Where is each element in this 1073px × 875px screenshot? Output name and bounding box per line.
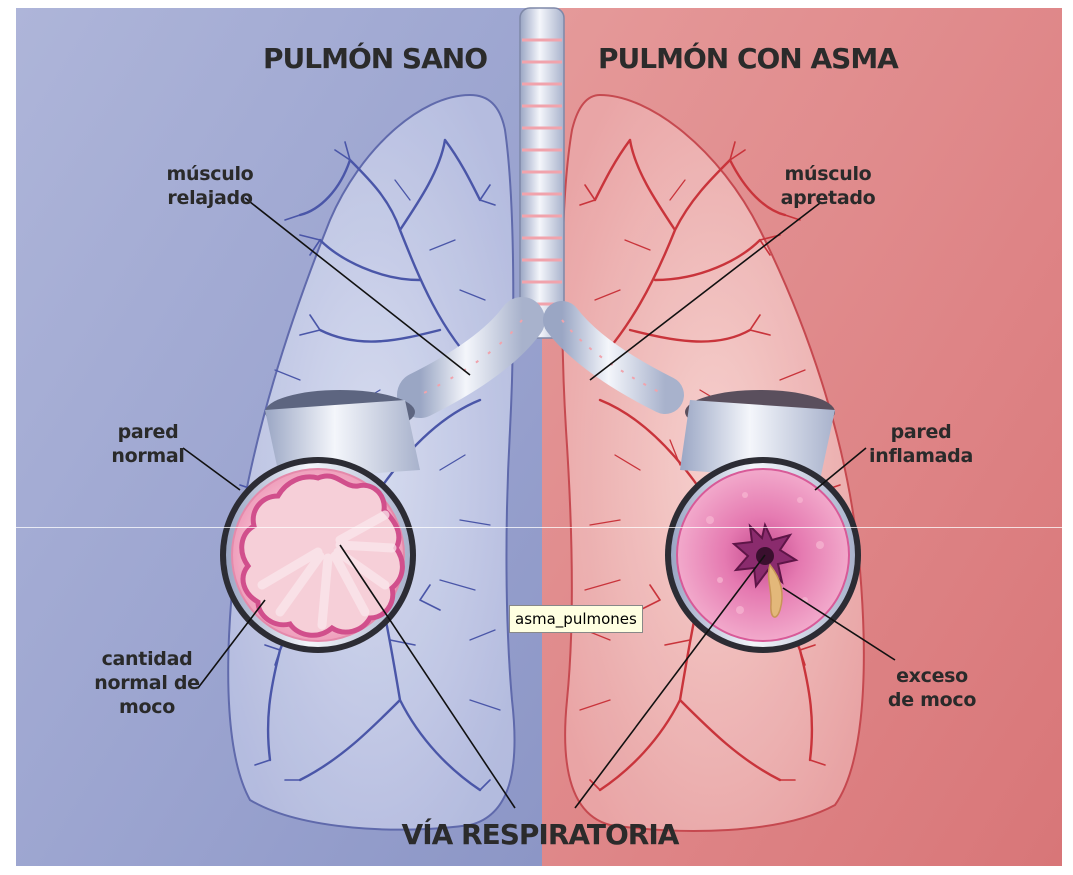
label-airway: VÍA RESPIRATORIA: [380, 818, 700, 851]
label-tight-muscle-line1: músculo: [778, 162, 878, 186]
label-relaxed-muscle-line2: relajado: [160, 186, 260, 210]
label-inflamed-wall: pared inflamada: [866, 420, 976, 468]
label-normal-mucus-line1: cantidad: [92, 647, 202, 671]
label-tight-muscle: músculo apretado: [778, 162, 878, 210]
horizontal-guide-line: [0, 527, 1073, 528]
label-normal-mucus-line2: normal de: [92, 671, 202, 695]
label-relaxed-muscle-line1: músculo: [160, 162, 260, 186]
label-normal-wall-line1: pared: [108, 420, 188, 444]
label-normal-mucus: cantidad normal de moco: [92, 647, 202, 719]
label-normal-wall-line2: normal: [108, 444, 188, 468]
label-normal-wall: pared normal: [108, 420, 188, 468]
title-asthma-lung: PULMÓN CON ASMA: [598, 42, 888, 75]
label-normal-mucus-line3: moco: [92, 695, 202, 719]
label-relaxed-muscle: músculo relajado: [160, 162, 260, 210]
image-tooltip: asma_pulmones: [509, 605, 643, 633]
label-tight-muscle-line2: apretado: [778, 186, 878, 210]
title-healthy-lung: PULMÓN SANO: [250, 42, 500, 75]
label-excess-mucus: exceso de moco: [882, 664, 982, 712]
label-inflamed-wall-line1: pared: [866, 420, 976, 444]
label-excess-mucus-line2: de moco: [882, 688, 982, 712]
label-inflamed-wall-line2: inflamada: [866, 444, 976, 468]
label-excess-mucus-line1: exceso: [882, 664, 982, 688]
